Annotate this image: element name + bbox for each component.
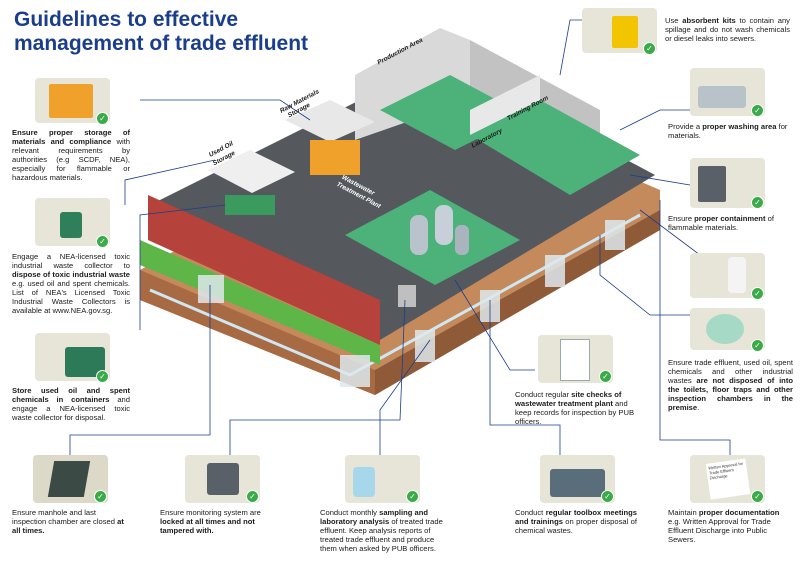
inspection-chamber-5	[545, 255, 565, 287]
title-line-1: Guidelines to effective	[14, 8, 239, 31]
oil-storage-drums	[225, 195, 275, 215]
documentation-paper: Written Approval for Trade Effluent Disc…	[705, 458, 751, 500]
check-icon: ✓	[96, 370, 109, 383]
check-icon: ✓	[751, 490, 764, 503]
monitoring-box	[398, 285, 416, 307]
check-icon: ✓	[96, 112, 109, 125]
wastewater-floor	[345, 190, 520, 285]
check-icon: ✓	[599, 370, 612, 383]
check-icon: ✓	[601, 490, 614, 503]
grass-strip	[140, 240, 380, 365]
containment-image	[690, 158, 765, 208]
connector-lines	[69, 19, 760, 455]
toolbox-meeting-image	[540, 455, 615, 503]
card-proper-containment: Ensure proper containment of flammable m…	[668, 214, 774, 232]
inspection-chamber-2	[340, 355, 370, 387]
card-store-in-containers: Store used oil and spent chemicals in co…	[12, 386, 130, 422]
laboratory-wall	[470, 75, 540, 135]
card-manhole-closed: Ensure manhole and last inspection chamb…	[12, 508, 124, 535]
card-not-disposed-toilets: Ensure trade effluent, used oil, spent c…	[668, 358, 793, 412]
floor-trap-image	[690, 308, 765, 350]
inspection-chamber-6	[605, 220, 625, 250]
card-toolbox-meetings: Conduct regular toolbox meetings and tra…	[515, 508, 637, 535]
card-absorbent-kits: Use absorbent kits to contain any spilla…	[665, 16, 790, 43]
card-monitoring-locked: Ensure monitoring system are locked at a…	[160, 508, 261, 535]
check-icon: ✓	[94, 490, 107, 503]
check-icon: ✓	[406, 490, 419, 503]
soil-right	[375, 210, 660, 395]
check-icon: ✓	[643, 42, 656, 55]
tank-2	[435, 205, 453, 245]
card-proper-storage: Ensure proper storage of materials and c…	[12, 128, 130, 182]
inspection-chamber-1	[198, 275, 224, 303]
check-icon: ✓	[751, 196, 764, 209]
raw-storage-roof	[285, 100, 375, 142]
check-icon: ✓	[751, 287, 764, 300]
oil-storage-roof	[208, 150, 295, 193]
raw-storage-box	[310, 140, 360, 175]
laboratory-floor	[470, 100, 640, 195]
check-icon: ✓	[96, 235, 109, 248]
card-proper-documentation: Maintain proper documentation e.g. Writt…	[668, 508, 780, 544]
check-icon: ✓	[751, 104, 764, 117]
title-line-2: management of trade effluent	[14, 32, 309, 55]
card-dispose-toxic-waste: Engage a NEA-licensed toxic industrial w…	[12, 252, 130, 315]
card-sampling-analysis: Conduct monthly sampling and laboratory …	[320, 508, 443, 553]
check-icon: ✓	[751, 339, 764, 352]
card-washing-area: Provide a proper washing area for materi…	[668, 122, 788, 140]
tank-3	[455, 225, 469, 255]
check-icon: ✓	[246, 490, 259, 503]
card-site-checks: Conduct regular site checks of wastewate…	[515, 390, 635, 426]
page-title: Guidelines to effective management of tr…	[14, 8, 344, 56]
brick-wall	[148, 195, 380, 345]
tank-1	[410, 215, 428, 255]
